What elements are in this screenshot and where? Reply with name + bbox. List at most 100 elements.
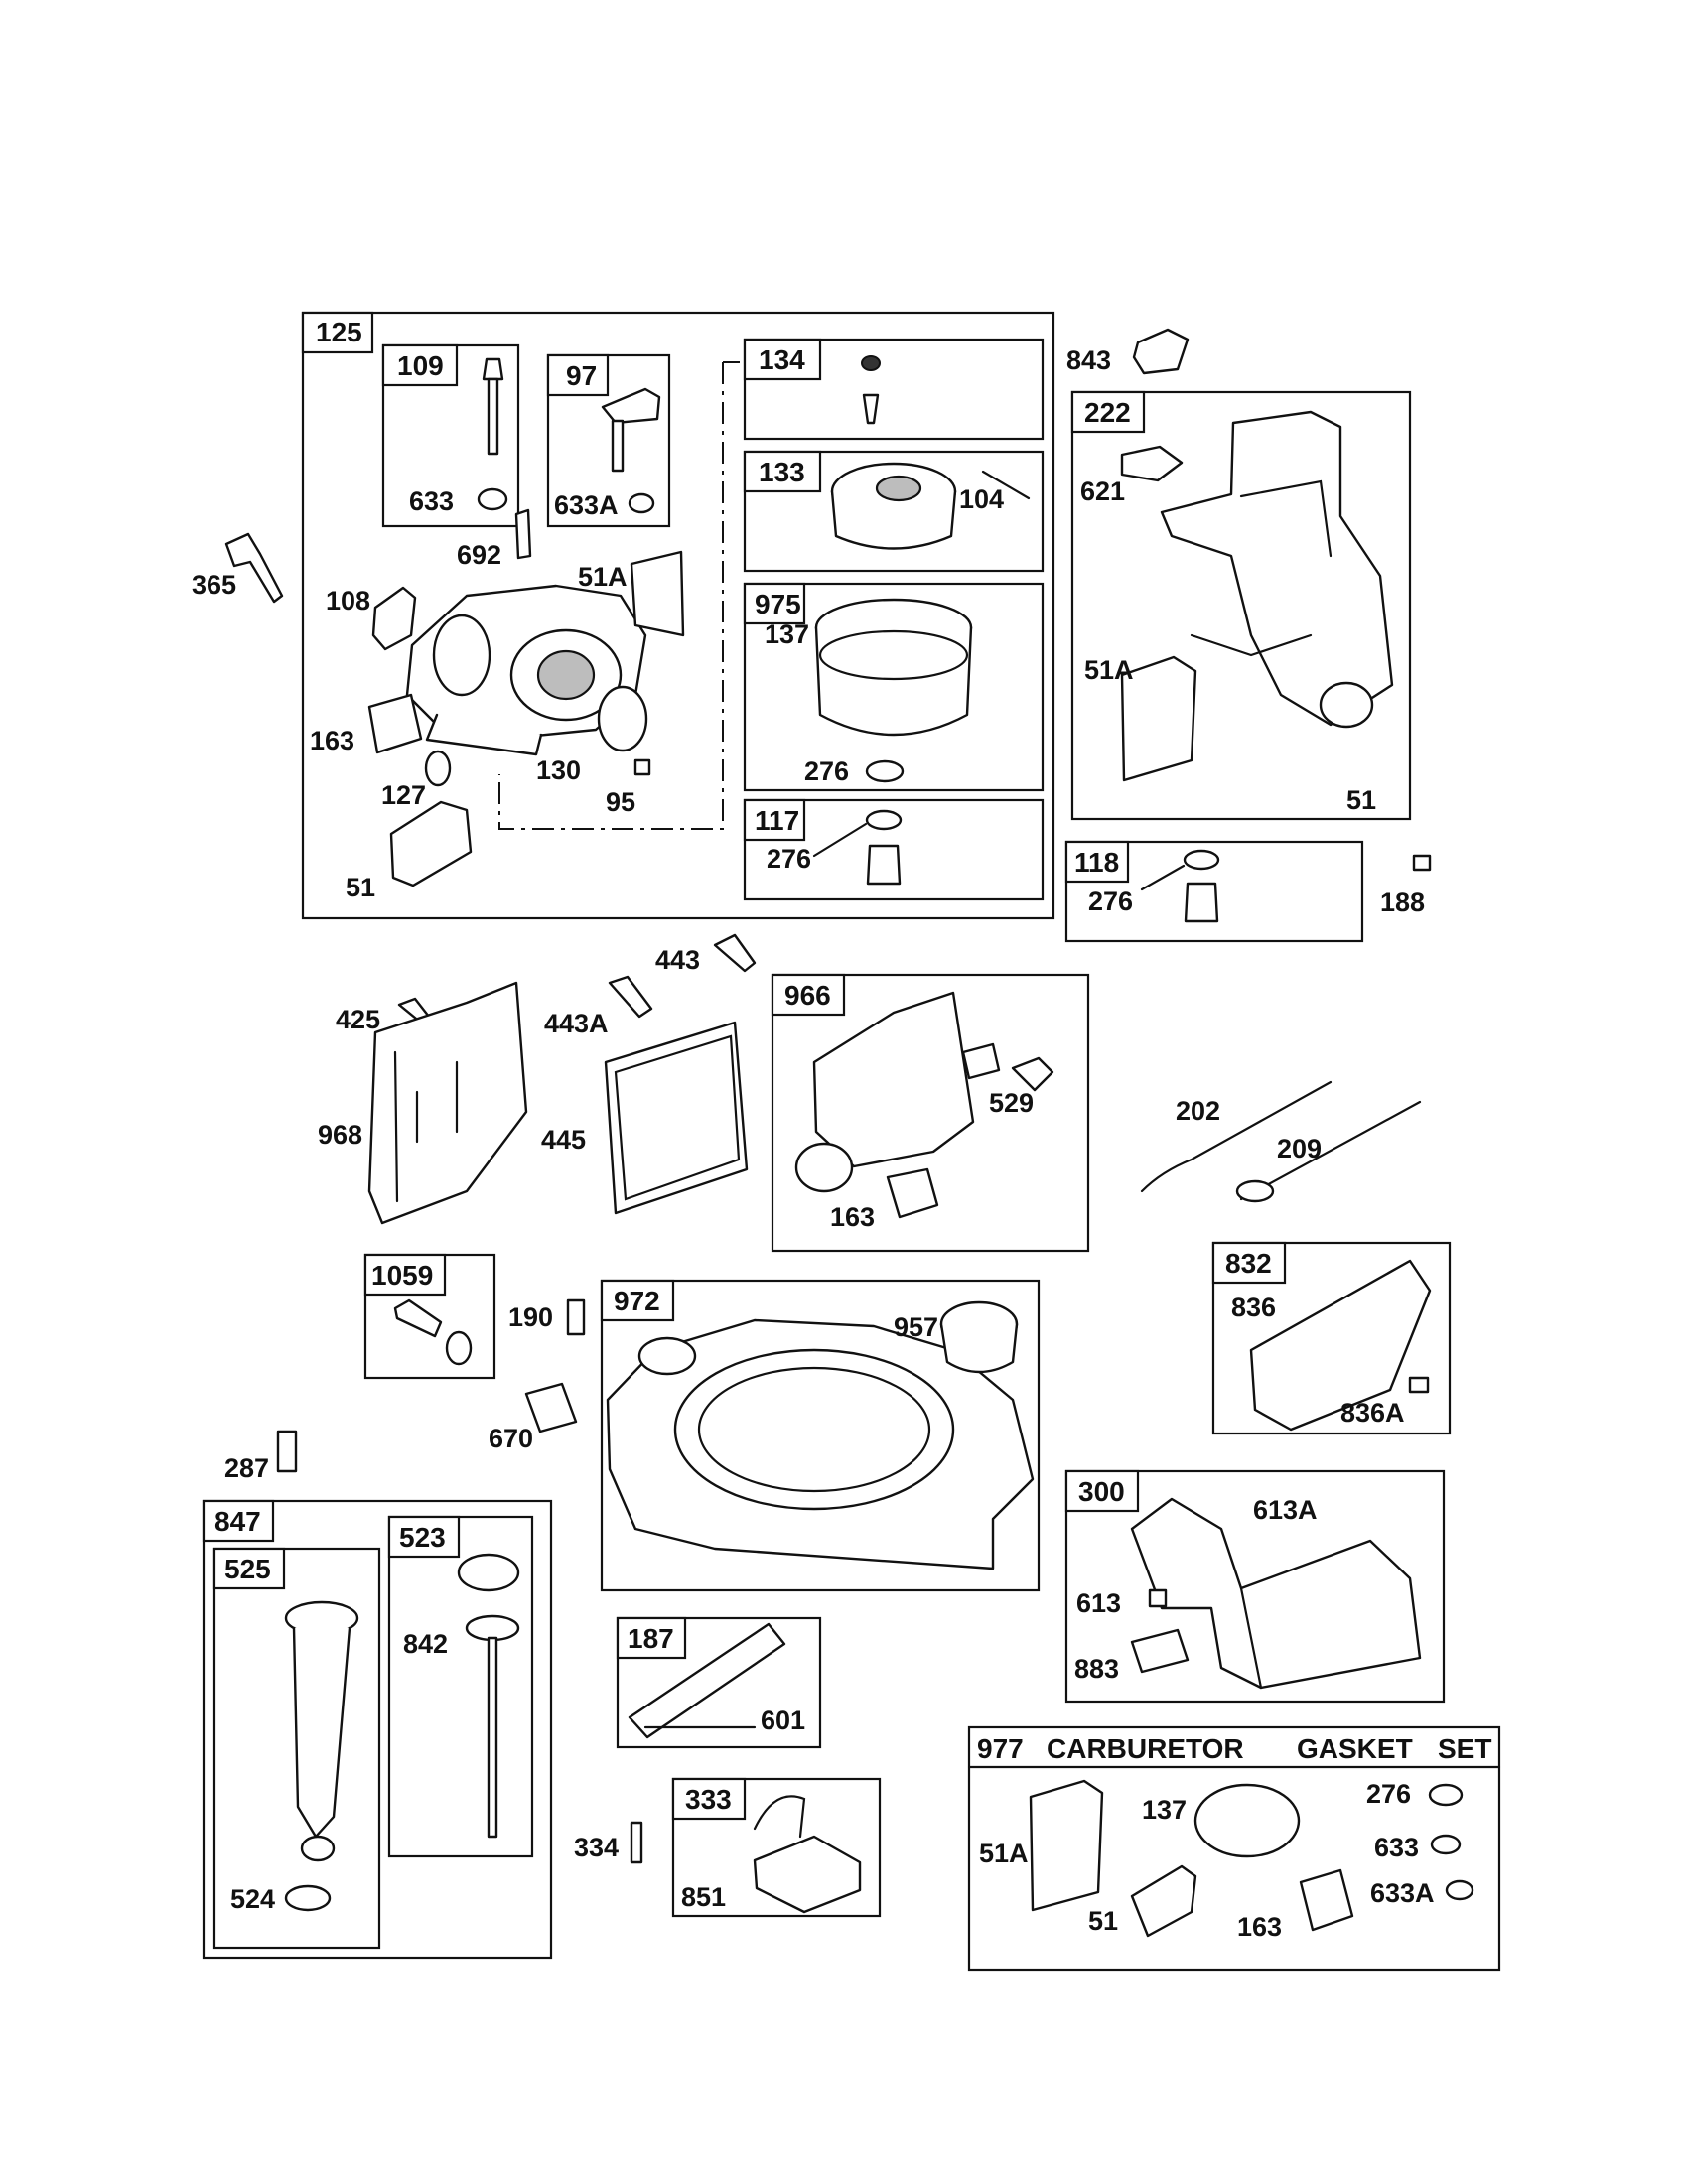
group-847: 847 525 524 523 842: [202, 1499, 553, 1960]
group-118: 118 276: [1064, 840, 1364, 943]
group-972: 972 957: [600, 1279, 1041, 1592]
float-needle-part: [862, 393, 880, 425]
box-label-97: 97: [566, 360, 597, 391]
gasket-label-163: 163: [1237, 1912, 1282, 1942]
label-276-a: 276: [804, 756, 849, 786]
label-445: 445: [541, 1125, 586, 1155]
fuel-line-part: [628, 1622, 786, 1739]
washer-part: [1430, 1834, 1462, 1855]
label-108: 108: [326, 586, 370, 615]
box-label-125: 125: [316, 317, 362, 347]
needle-valve-part: [482, 357, 504, 456]
bowl-nut-part: [1184, 882, 1219, 923]
label-843: 843: [1066, 345, 1111, 375]
bolt-part: [224, 532, 284, 604]
label-51a-2: 51A: [1084, 655, 1134, 685]
gasket-label-51a: 51A: [979, 1839, 1029, 1868]
box-label-966: 966: [784, 980, 831, 1011]
box-label-300: 300: [1078, 1476, 1125, 1507]
o-ring-part: [284, 1884, 332, 1912]
gasket-set-word-3: SET: [1438, 1733, 1491, 1764]
label-425: 425: [336, 1005, 380, 1034]
label-883: 883: [1074, 1654, 1119, 1684]
label-842: 842: [403, 1629, 448, 1659]
label-613: 613: [1076, 1588, 1121, 1618]
label-276-b: 276: [767, 844, 811, 874]
box-label-333: 333: [685, 1784, 732, 1815]
gasket-label-633: 633: [1374, 1833, 1419, 1862]
gasket-part: [1120, 655, 1197, 782]
fuel-bowl-part: [814, 598, 973, 737]
ignition-armature-part: [753, 1795, 862, 1914]
air-filter-part: [604, 1021, 749, 1215]
oil-fill-cap-part: [939, 1300, 1019, 1374]
label-202: 202: [1176, 1096, 1220, 1126]
breather-tube-part: [1011, 1056, 1054, 1092]
label-188: 188: [1380, 887, 1425, 917]
label-51-b: 51: [1346, 785, 1376, 815]
gasket-label-633a: 633A: [1370, 1878, 1435, 1908]
label-51-c: 51: [346, 873, 375, 902]
dipstick-tube-part: [284, 1600, 359, 1862]
screw-part: [630, 1821, 643, 1864]
group-125: 125 109 633 97 633A 134 133: [301, 311, 1055, 920]
label-163: 163: [310, 726, 354, 755]
label-190: 190: [508, 1302, 553, 1332]
o-ring-part: [1193, 1783, 1301, 1858]
group-1059: 1059: [363, 1253, 496, 1380]
label-163-b: 163: [830, 1202, 875, 1232]
clip-part: [1132, 328, 1190, 375]
screw-part: [633, 758, 651, 776]
gasket-part: [886, 1167, 939, 1219]
label-601: 601: [761, 1706, 805, 1735]
washer-part: [865, 759, 905, 783]
label-529: 529: [989, 1088, 1034, 1118]
diaphragm-part: [597, 685, 648, 752]
box-label-222: 222: [1084, 397, 1131, 428]
label-524: 524: [230, 1884, 275, 1914]
label-836: 836: [1231, 1293, 1276, 1322]
dipstick-part: [457, 1553, 520, 1839]
group-300: 300 613A 613 883: [1064, 1469, 1446, 1704]
label-209: 209: [1277, 1134, 1322, 1163]
label-51a: 51A: [578, 562, 628, 592]
gasket-label-137: 137: [1142, 1795, 1187, 1825]
label-968: 968: [318, 1120, 362, 1150]
spring-part: [514, 508, 532, 560]
group-333: 333 851: [671, 1777, 882, 1918]
gasket-part: [1130, 1864, 1197, 1938]
group-977-gasket-set: 977 CARBURETOR GASKET SET 51A 137 51 163…: [967, 1725, 1501, 1972]
screw-part: [1408, 1376, 1430, 1394]
blower-housing-part: [606, 1318, 1035, 1570]
washer-part: [628, 492, 655, 514]
label-836a: 836A: [1340, 1398, 1405, 1428]
governor-link-part: [1140, 1080, 1333, 1193]
label-287: 287: [224, 1453, 269, 1483]
box-label-1059: 1059: [371, 1260, 433, 1291]
washer-part: [865, 809, 903, 831]
label-692: 692: [457, 540, 501, 570]
group-832: 832 836 836A: [1211, 1241, 1452, 1435]
governor-spring-part: [1239, 1100, 1422, 1201]
washer-part: [1183, 849, 1220, 871]
box-label-109: 109: [397, 350, 444, 381]
label-633: 633: [409, 486, 454, 516]
governor-bracket-part: [1160, 410, 1394, 729]
gasket-set-number: 977: [977, 1733, 1024, 1764]
box-label-525: 525: [224, 1554, 271, 1584]
label-633a: 633A: [554, 490, 619, 520]
box-label-523: 523: [399, 1522, 446, 1553]
float-part: [830, 462, 957, 550]
group-966: 966 529 163: [771, 973, 1090, 1253]
gasket-label-51: 51: [1088, 1906, 1118, 1936]
screw-part: [713, 933, 757, 973]
gasket-part: [371, 586, 417, 651]
box-label-133: 133: [759, 457, 805, 487]
plug-part: [424, 750, 452, 787]
label-95: 95: [606, 787, 635, 817]
label-104: 104: [959, 484, 1004, 514]
float-pin-part: [981, 470, 1031, 500]
label-670: 670: [489, 1424, 533, 1453]
box-label-117: 117: [755, 805, 799, 836]
label-127: 127: [381, 780, 426, 810]
